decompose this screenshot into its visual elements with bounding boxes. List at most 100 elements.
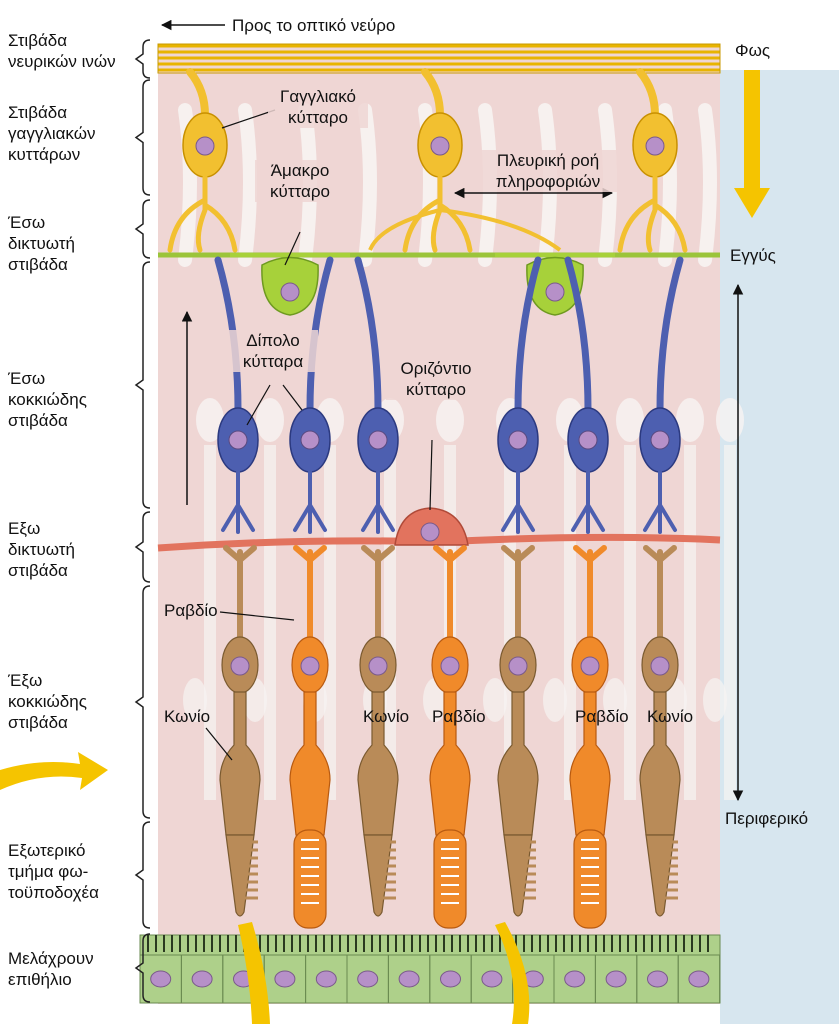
ganglion-axon — [421, 68, 444, 119]
amacrine-cell-label: Άμακρο κύτταρο — [255, 160, 345, 202]
optic-nerve-label: Προς το οπτικό νεύρο — [232, 16, 396, 35]
bipolar-cells — [214, 256, 684, 534]
bipolar-nucleus — [228, 430, 248, 450]
epithelium-nucleus — [191, 970, 213, 988]
layer-brace — [134, 79, 151, 196]
bipolar-nucleus — [578, 430, 598, 450]
epithelium-nucleus — [357, 970, 379, 988]
layer-label-outer-nuclear: Έξω κοκκιώδης στιβάδα — [8, 671, 87, 732]
bipolar-dendrites — [643, 470, 677, 534]
nerve-fiber-bundle — [157, 43, 721, 74]
bipolar-axon — [354, 256, 382, 414]
amacrine-cells — [230, 253, 615, 316]
horizontal-nucleus — [420, 522, 440, 542]
pointer-lines — [205, 109, 433, 761]
cone-pointer-label: Κωνίο — [164, 707, 211, 726]
epithelium-nucleus — [440, 970, 461, 988]
rod-mid1-label: Ραβδίο — [432, 707, 486, 726]
cone-synapse — [223, 545, 257, 643]
cone-right-label: Κωνίο — [647, 707, 694, 726]
layer-label-nerve-fiber: Στιβάδα νευρικών ινών — [8, 31, 116, 71]
cone-nucleus — [230, 656, 250, 676]
epithelium-nucleus — [398, 970, 420, 988]
cone-nucleus — [368, 656, 388, 676]
bipolar-dendrites — [293, 470, 327, 534]
epithelium-nucleus — [688, 970, 710, 988]
rod-outer-segment — [433, 829, 467, 929]
ghost-cell — [603, 678, 627, 722]
ghost-cell — [256, 398, 284, 442]
ghost-cell — [436, 398, 464, 442]
layer-label-pigment-epithelium: Μελάχρουν επιθήλιο — [8, 949, 94, 989]
epithelium-nucleus — [481, 970, 503, 988]
amacrine-nucleus — [545, 282, 565, 302]
ganglion-nucleus — [195, 136, 215, 156]
ghost-cell — [716, 398, 744, 442]
bipolar-axon — [514, 256, 542, 414]
cone-synapse — [501, 545, 535, 643]
layer-label-ganglion: Στιβάδα γαγγλιακών κυττάρων — [8, 103, 96, 164]
rod-synapse — [293, 545, 327, 643]
ghost-cell — [543, 678, 567, 722]
near-label: Εγγύς — [730, 246, 776, 265]
bipolar-dendrites — [361, 470, 395, 534]
bipolar-dendrites — [221, 470, 255, 534]
horizontal-cell-label: Οριζόντιο κύτταρο — [386, 358, 486, 400]
ghost-cell — [183, 678, 207, 722]
rod-nucleus — [440, 656, 460, 676]
light-arrow-icon — [734, 70, 770, 218]
epithelium-nucleus — [647, 970, 668, 988]
layer-brace — [134, 261, 151, 509]
ghost-process — [238, 103, 257, 267]
epithelium-nucleus — [315, 970, 337, 988]
epithelium-nucleus — [605, 970, 627, 988]
epithelium-nucleus — [564, 970, 586, 988]
layer-label-outer-plexiform: Εξω δικτυωτή στιβάδα — [8, 519, 75, 580]
bipolar-nucleus — [368, 430, 388, 450]
light-label: Φως — [735, 41, 771, 60]
rod-synapse — [433, 545, 467, 643]
ganglion-dendrites — [617, 174, 688, 253]
cone-nucleus — [508, 656, 528, 676]
layer-label-photoreceptor-outer: Εξωτερικό τμήμα φω- τοϋποδοχέα — [8, 841, 99, 902]
epithelium-nucleus — [150, 970, 172, 988]
bipolar-axon — [656, 256, 684, 414]
ganglion-axon — [636, 68, 659, 119]
lateral-flow-label: Πλευρική ροή πληροφοριών — [478, 150, 618, 192]
ganglion-dendrites — [402, 174, 473, 253]
layer-brace — [134, 821, 151, 929]
layer-brace — [134, 933, 151, 1003]
rod-inner-segment — [429, 691, 471, 836]
ghost-cell — [703, 678, 727, 722]
peripheral-label: Περιφερικό — [725, 809, 809, 828]
rod-inner-segment — [569, 691, 611, 836]
bipolar-axon — [564, 256, 592, 414]
cone-nucleus — [650, 656, 670, 676]
ganglion-cell-label: Γαγγλιακό κύτταρο — [268, 86, 368, 128]
bipolar-dendrites — [501, 470, 535, 534]
rod-outer-segment — [573, 829, 607, 929]
layer-brace — [134, 199, 151, 259]
layer-label-inner-nuclear: Έσω κοκκιώδης στιβάδα — [8, 369, 87, 430]
layer-braces — [134, 39, 151, 1003]
ghost-cell — [616, 398, 644, 442]
bipolar-nucleus — [508, 430, 528, 450]
ghost-process — [698, 103, 717, 267]
incoming-arrow-icon — [0, 752, 108, 790]
ganglion-nucleus — [645, 136, 665, 156]
epithelium-nucleus — [274, 970, 296, 988]
layer-brace — [134, 39, 151, 79]
rod-nucleus — [580, 656, 600, 676]
rod-pointer-label: Ραβδίο — [164, 601, 218, 620]
rod-inner-segment — [289, 691, 331, 836]
ganglion-cells — [167, 68, 688, 253]
layer-brace — [134, 585, 151, 819]
amacrine-nucleus — [280, 282, 300, 302]
rod-mid2-label: Ραβδίο — [575, 707, 629, 726]
layer-brace — [134, 511, 151, 583]
bipolar-cells-label: Δίπολο κύτταρα — [228, 330, 318, 372]
ganglion-nucleus — [430, 136, 450, 156]
bipolar-nucleus — [300, 430, 320, 450]
